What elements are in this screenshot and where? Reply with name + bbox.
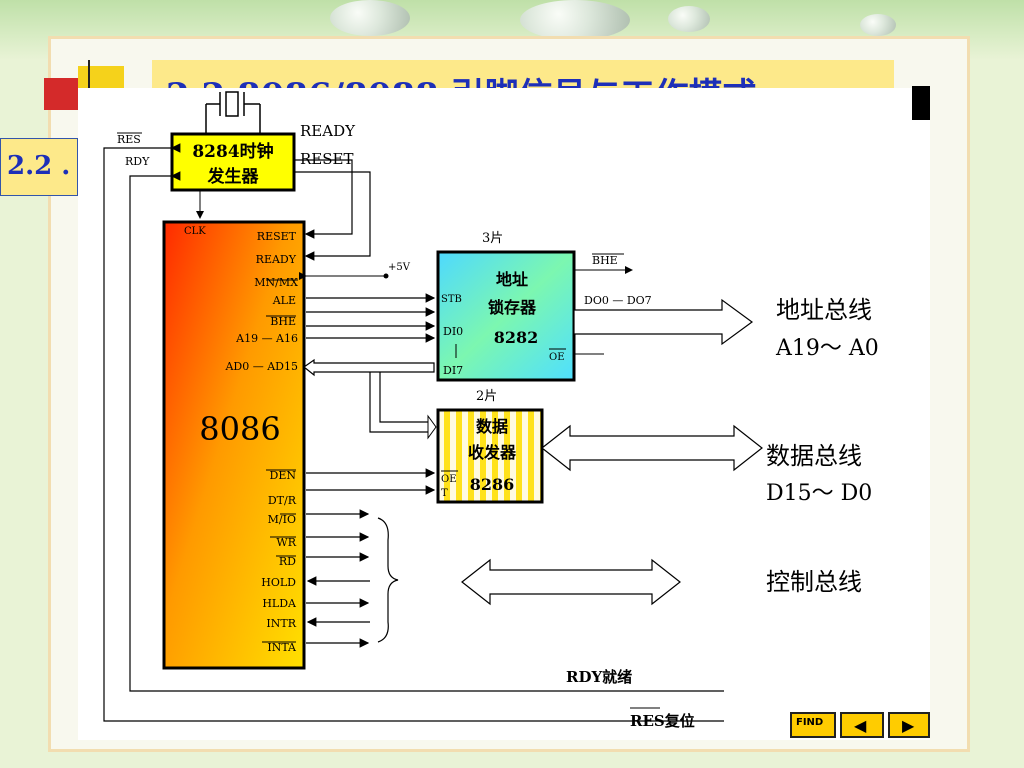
- address-bus-label: 地址总线: [776, 296, 872, 324]
- trans-t: T: [441, 488, 448, 499]
- control-bus-label: 控制总线: [766, 568, 862, 596]
- latch-di0: DI0: [443, 325, 463, 338]
- control-bus-arrow: [461, 558, 681, 606]
- decor-bubble: [330, 0, 410, 36]
- decor-bubble: [668, 6, 710, 32]
- decor-bubble: [860, 14, 896, 36]
- prev-button[interactable]: ◀: [840, 712, 884, 738]
- address-bus-range: A19～ A0: [775, 336, 879, 361]
- decor-square: [44, 78, 82, 110]
- find-button[interactable]: FIND: [790, 712, 836, 738]
- pin-wr: WR: [276, 536, 296, 549]
- signal-plus5v: +5V: [388, 262, 411, 273]
- pin-bhe: BHE: [270, 315, 296, 328]
- clock-generator-label: 8284时钟: [192, 141, 273, 162]
- trans-label: 收发器: [468, 443, 517, 462]
- section-label-text: 2.2 .: [7, 151, 71, 181]
- trans-oe: OE: [441, 474, 457, 485]
- pin-hold: HOLD: [261, 576, 296, 589]
- clock-generator-box: [170, 132, 296, 192]
- pin-ready: READY: [256, 253, 297, 266]
- data-transceiver-box: [436, 408, 544, 504]
- next-button[interactable]: ▶: [888, 712, 930, 738]
- res-label: RES复位: [630, 712, 695, 730]
- latch-label: 地址: [496, 270, 528, 289]
- trans-label: 8286: [470, 475, 515, 494]
- latch-label: 锁存器: [488, 298, 537, 317]
- pin-mnmx: MN/MX: [254, 276, 298, 289]
- pin-reset: RESET: [257, 230, 297, 243]
- address-bus-arrow: [573, 298, 754, 346]
- cpu-8086-box: [162, 220, 306, 670]
- crystal-icon: [205, 91, 261, 134]
- control-brace: [377, 517, 399, 643]
- decor-line: [88, 60, 90, 100]
- signal-ready-out: READY: [300, 122, 356, 140]
- latch-count: 3片: [482, 231, 503, 246]
- signal-clk: CLK: [184, 226, 206, 237]
- rdy-label: RDY就绪: [566, 668, 632, 686]
- trans-label: 数据: [476, 417, 508, 436]
- signal-rdy-in: RDY: [125, 155, 150, 168]
- pin-rd: RD: [279, 555, 296, 568]
- find-button-label: FIND: [796, 717, 824, 728]
- clock-generator-label: 发生器: [207, 166, 260, 187]
- data-bus-arrow: [541, 424, 763, 472]
- pin-hlda: HLDA: [262, 597, 297, 610]
- pin-ad: AD0 — AD15: [224, 360, 298, 373]
- prev-icon: ◀: [854, 716, 867, 735]
- pin-mio: M/IO: [268, 513, 296, 526]
- signal-bhe-out: BHE: [592, 254, 618, 267]
- signal-do: DO0 — DO7: [584, 294, 652, 307]
- decor-bubble: [520, 0, 630, 40]
- next-icon: ▶: [902, 716, 915, 735]
- bus-diagram: 8284时钟 发生器 RES RDY READY RESET 8086 CLK …: [78, 88, 930, 740]
- latch-label: 8282: [494, 328, 539, 347]
- latch-stb: STB: [441, 294, 462, 305]
- signal-reset-out: RESET: [300, 150, 353, 168]
- pin-dtr: DT/R: [268, 494, 297, 507]
- section-label: 2.2 .: [0, 138, 78, 196]
- trans-count: 2片: [476, 389, 497, 404]
- pin-ale: ALE: [272, 294, 296, 307]
- data-bus-range: D15～ D0: [766, 481, 872, 506]
- data-bus-label: 数据总线: [766, 442, 862, 470]
- pin-a19a16: A19 — A16: [235, 332, 298, 345]
- pin-intr: INTR: [266, 617, 296, 630]
- signal-res-in: RES: [117, 133, 141, 146]
- pin-den: DEN: [270, 469, 297, 482]
- pin-inta: INTA: [267, 641, 297, 654]
- cpu-label: 8086: [199, 410, 280, 448]
- black-tab: [912, 86, 930, 120]
- latch-oe: OE: [549, 352, 565, 363]
- latch-di7: DI7: [443, 364, 463, 377]
